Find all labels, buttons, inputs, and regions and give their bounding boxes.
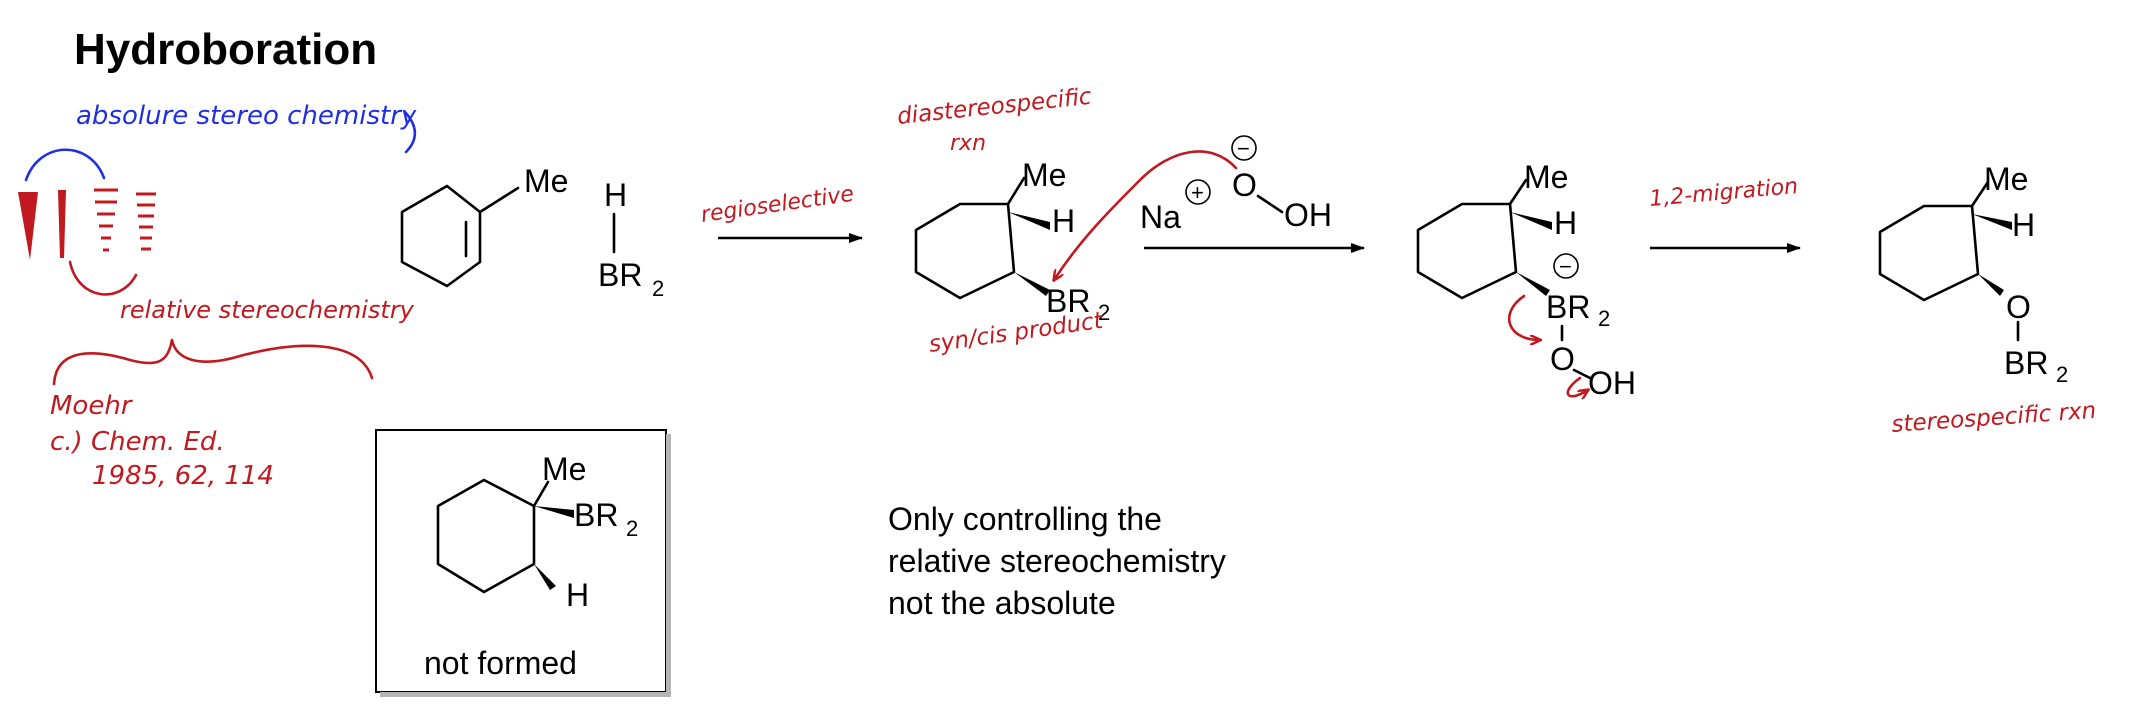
product3-sub2-label: 2 xyxy=(2056,362,2068,387)
plus-sign: + xyxy=(1191,180,1204,205)
diastereospecific-note: diastereospecific xyxy=(896,84,1093,130)
product3-cyclohexane xyxy=(1878,180,2012,302)
product1-sub2-label: 2 xyxy=(1098,300,1110,325)
product1-br-label: BR xyxy=(1046,283,1090,319)
nucleophile-curved-arrow xyxy=(1054,150,1238,280)
diastereospecific-rxn-note: rxn xyxy=(950,131,986,156)
product1-cyclohexane xyxy=(914,176,1050,300)
note-line-1: Only controlling the xyxy=(888,501,1162,537)
relative-bracket-red xyxy=(68,260,138,296)
borane-h-label: H xyxy=(604,177,627,213)
product3-me-label: Me xyxy=(1984,161,2028,197)
minus-charge-icon xyxy=(1231,135,1257,161)
reactant-me-label: Me xyxy=(524,163,568,199)
product1-h-label: H xyxy=(1052,203,1075,239)
methylcyclohexene-structure xyxy=(400,184,520,288)
product1-me-label: Me xyxy=(1022,157,1066,193)
peroxide-oh-label: OH xyxy=(1284,197,1332,233)
absolute-stereochemistry-note: absolure stereo chemistry xyxy=(76,101,417,131)
absolute-bracket-blue xyxy=(24,148,106,182)
product3-o-label: O xyxy=(2006,289,2031,325)
product2-o-o-bond xyxy=(1572,368,1592,380)
box-caption: not formed xyxy=(424,645,577,681)
not-formed-cyclohexane xyxy=(436,478,574,594)
note-line-3: not the absolute xyxy=(888,585,1116,621)
peroxide-bond xyxy=(1256,194,1284,214)
product2-sub2-label: 2 xyxy=(1598,306,1610,331)
minus-sign: − xyxy=(1237,136,1250,161)
absolute-tail-blue xyxy=(403,110,417,154)
box-sub2-label: 2 xyxy=(626,516,638,541)
migration-note: 1,2-migration xyxy=(1648,174,1799,212)
product3-br-label: BR xyxy=(2004,345,2048,381)
product2-o-label: O xyxy=(1550,341,1575,377)
slide-title: Hydroboration xyxy=(74,25,377,74)
product3-h-label: H xyxy=(2012,207,2035,243)
borane-br-label: BR xyxy=(598,257,642,293)
product2-oh-label: OH xyxy=(1588,365,1636,401)
product2-cyclohexane xyxy=(1416,178,1552,300)
sodium-label: Na xyxy=(1140,199,1181,235)
box-shadow-bottom xyxy=(380,692,671,697)
migration-curved-arrow-2 xyxy=(1566,376,1588,396)
product2-me-label: Me xyxy=(1524,159,1568,195)
reference-line-2: c.) Chem. Ed. xyxy=(50,427,225,457)
box-h-label: H xyxy=(566,577,589,613)
product2-br-label: BR xyxy=(1546,289,1590,325)
wedge-sketch-icons xyxy=(18,188,156,260)
borate-minus-sign: − xyxy=(1559,254,1572,279)
box-shadow-right xyxy=(666,434,671,696)
syn-cis-product-note: syn/cis product xyxy=(927,308,1105,358)
curly-brace-red xyxy=(52,338,374,386)
relative-stereochemistry-note: relative stereochemistry xyxy=(120,296,415,324)
box-me-label: Me xyxy=(542,451,586,487)
stereospecific-note: stereospecific rxn xyxy=(1891,398,2097,438)
borane-sub2-label: 2 xyxy=(652,276,664,301)
product2-h-label: H xyxy=(1554,205,1577,241)
note-line-2: relative stereochemistry xyxy=(888,543,1226,579)
plus-charge-icon xyxy=(1185,179,1211,205)
reference-line-1: Moehr xyxy=(50,391,134,421)
borate-minus-charge-icon xyxy=(1553,253,1579,279)
peroxide-o-label: O xyxy=(1232,167,1257,203)
migration-curved-arrow-1 xyxy=(1507,294,1540,340)
reference-line-3: 1985, 62, 114 xyxy=(92,461,274,491)
box-br-label: BR xyxy=(574,497,618,533)
regioselective-note: regioselective xyxy=(699,182,855,228)
